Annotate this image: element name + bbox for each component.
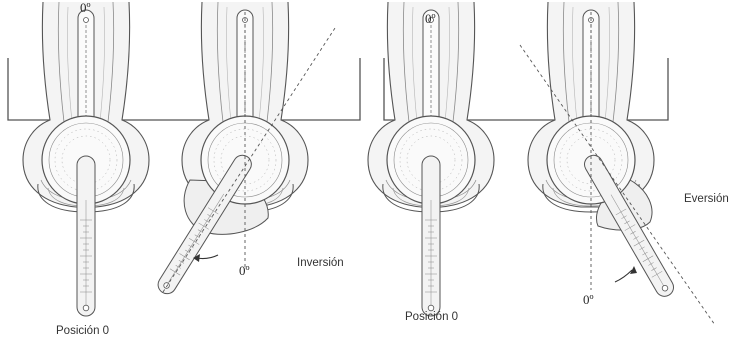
- figure-inversion: [155, 2, 335, 297]
- inversion-label: Inversión: [297, 258, 344, 270]
- figure-eversion: [520, 2, 715, 325]
- position-zero-label-right: Posición 0: [405, 312, 458, 324]
- zero-degree-label-3: 0º: [425, 12, 436, 25]
- figure-neutral-right: [368, 2, 494, 316]
- zero-degree-label-4: 0º: [583, 293, 594, 306]
- position-zero-label-left: Posición 0: [56, 326, 109, 338]
- zero-degree-label-2: 0º: [239, 264, 250, 277]
- zero-degree-label-1: 0º: [80, 1, 91, 14]
- eversion-label: Eversión: [684, 194, 729, 206]
- figure-neutral-left: [23, 2, 149, 316]
